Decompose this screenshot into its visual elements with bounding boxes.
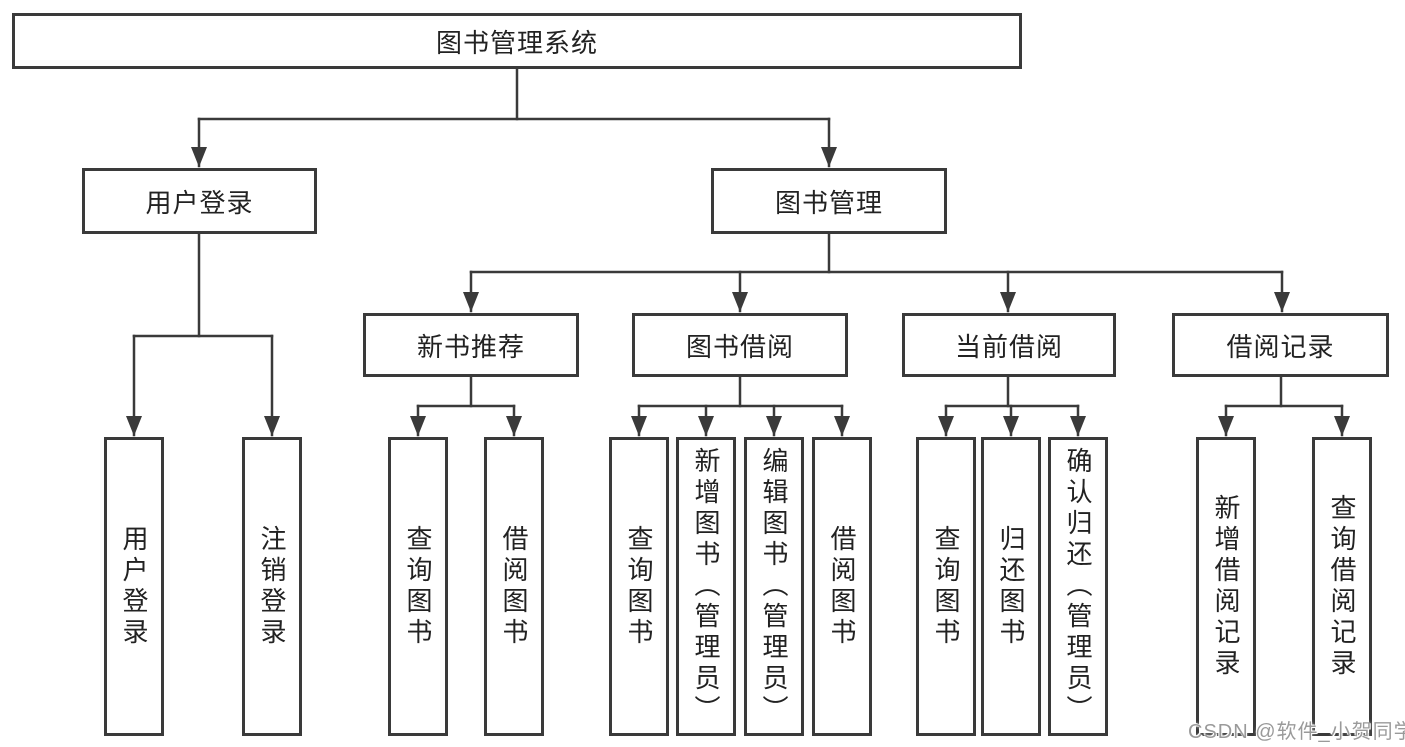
node-new-book-recommendation: 新书推荐 [363, 313, 579, 377]
leaf-borrow-books: 借阅图书 [484, 437, 544, 736]
leaf-confirm-return-admin: 确认归还（管理员） [1048, 437, 1108, 736]
connector-book-management-to-level3 [463, 232, 1290, 313]
leaf-logout: 注销登录 [242, 437, 302, 736]
connector-user-login-to-leaves [126, 232, 280, 437]
node-library-management-system: 图书管理系统 [12, 13, 1022, 69]
leaf-query-books: 查询图书 [916, 437, 976, 736]
connector-current-borrowing-to-leaves [938, 375, 1086, 437]
leaf-user-login: 用户登录 [104, 437, 164, 736]
node-book-management: 图书管理 [711, 168, 947, 234]
csdn-watermark: CSDN @软件_小贺同学 [1188, 721, 1405, 743]
leaf-return-books: 归还图书 [981, 437, 1041, 736]
leaf-query-borrow-record: 查询借阅记录 [1312, 437, 1372, 736]
node-book-borrowing: 图书借阅 [632, 313, 848, 377]
connector-root-to-level2 [191, 67, 837, 168]
connector-book-borrowing-to-leaves [631, 375, 850, 437]
node-user-login: 用户登录 [82, 168, 317, 234]
leaf-query-books: 查询图书 [609, 437, 669, 736]
node-borrowing-records: 借阅记录 [1172, 313, 1389, 377]
leaf-query-books: 查询图书 [388, 437, 448, 736]
leaf-edit-books-admin: 编辑图书（管理员） [744, 437, 804, 736]
leaf-add-books-admin: 新增图书（管理员） [676, 437, 736, 736]
connector-borrowing-records-to-leaves [1218, 375, 1350, 437]
node-current-borrowing: 当前借阅 [902, 313, 1116, 377]
leaf-add-borrow-record: 新增借阅记录 [1196, 437, 1256, 736]
connector-new-book-recommendation-to-leaves [410, 375, 522, 437]
leaf-borrow-books: 借阅图书 [812, 437, 872, 736]
